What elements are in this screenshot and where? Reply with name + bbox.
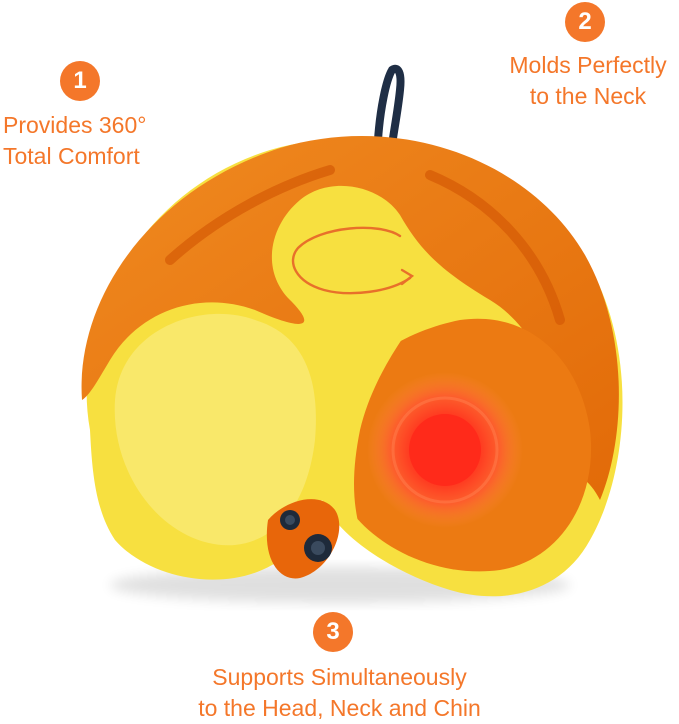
feature-2-line-1: Molds Perfectly: [509, 52, 667, 78]
left-cushion: [114, 313, 316, 546]
rotation-arrow-icon: [291, 226, 415, 295]
feature-2-number-badge: 2: [565, 2, 605, 42]
feature-3-caption: Supports Simultaneously to the Head, Nec…: [160, 662, 519, 724]
right-inner-edge: [319, 300, 430, 530]
strap-loop: [374, 64, 405, 149]
feature-1-line-1: Provides 360°: [3, 112, 147, 138]
feature-2-line-2: to the Neck: [529, 83, 647, 109]
feature-1-line-2: Total Comfort: [3, 143, 140, 169]
feature-2-caption: Molds Perfectly to the Neck: [500, 50, 676, 112]
feature-3-number-badge: 3: [313, 612, 353, 652]
pillow-groove-left: [165, 165, 335, 265]
feature-1-caption: Provides 360° Total Comfort: [3, 110, 146, 172]
pillow-groove-right: [425, 170, 565, 325]
snap-button-icon[interactable]: [266, 499, 340, 579]
feature-1-number-badge: 1: [60, 61, 100, 101]
feature-3-line-2: to the Head, Neck and Chin: [198, 695, 481, 721]
feature-3-line-1: Supports Simultaneously: [212, 664, 467, 690]
heat-spot-icon: [367, 372, 523, 528]
